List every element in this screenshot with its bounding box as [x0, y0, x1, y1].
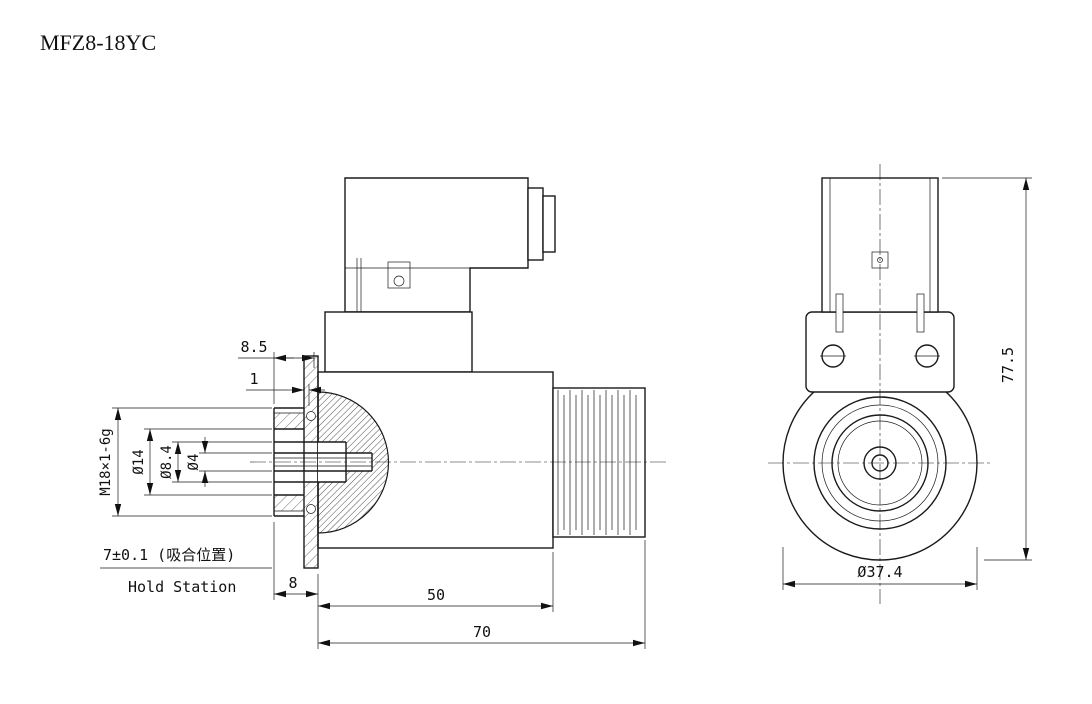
- knurled-nut: [552, 387, 646, 538]
- thread-section: [273, 407, 304, 517]
- hold-position-cn-label: 7±0.1 (吸合位置): [103, 546, 235, 564]
- o-ring-bottom: [306, 504, 316, 514]
- hold-position-en-label: Hold Station: [128, 578, 236, 596]
- bracket-screws: [820, 344, 940, 368]
- o-ring-top: [306, 411, 316, 421]
- din-connector-side: [344, 177, 556, 322]
- connector-body: [344, 177, 529, 313]
- ground-terminal: [387, 261, 411, 289]
- knurl-pattern: [557, 390, 637, 535]
- terminal-pin-right: [916, 293, 925, 333]
- dim-d8-4-label: Ø8.4: [159, 445, 175, 479]
- dim-d37-4-label: Ø37.4: [857, 563, 902, 581]
- mounting-plate-section: [303, 355, 319, 569]
- dim-1-label: 1: [249, 370, 258, 388]
- dim-thread-label: M18×1-6g: [98, 428, 114, 495]
- terminal-screw-icon: [393, 275, 405, 287]
- front-dimensions: 77.5 Ø37.4: [782, 177, 1032, 590]
- dim-d14-label: Ø14: [131, 449, 147, 474]
- dim-70-label: 70: [473, 623, 491, 641]
- drawing-title: MFZ8-18YC: [40, 30, 156, 55]
- side-dimensions: 8.5 1 M18×1-6g Ø14 Ø8.4: [98, 338, 646, 649]
- front-view: 77.5 Ø37.4: [768, 164, 1032, 604]
- terminal-pin-left: [835, 293, 844, 333]
- dim-d4-label: Ø4: [186, 454, 202, 471]
- dim-50-label: 50: [427, 586, 445, 604]
- dim-8-label: 8: [288, 574, 297, 592]
- cable-gland-nut: [527, 187, 544, 261]
- cable-gland-tip: [542, 195, 556, 253]
- dim-8-5-label: 8.5: [240, 338, 267, 356]
- side-view: 8.5 1 M18×1-6g Ø14 Ø8.4: [98, 177, 666, 649]
- dim-77-5-label: 77.5: [999, 347, 1017, 383]
- coil-top: [324, 311, 473, 373]
